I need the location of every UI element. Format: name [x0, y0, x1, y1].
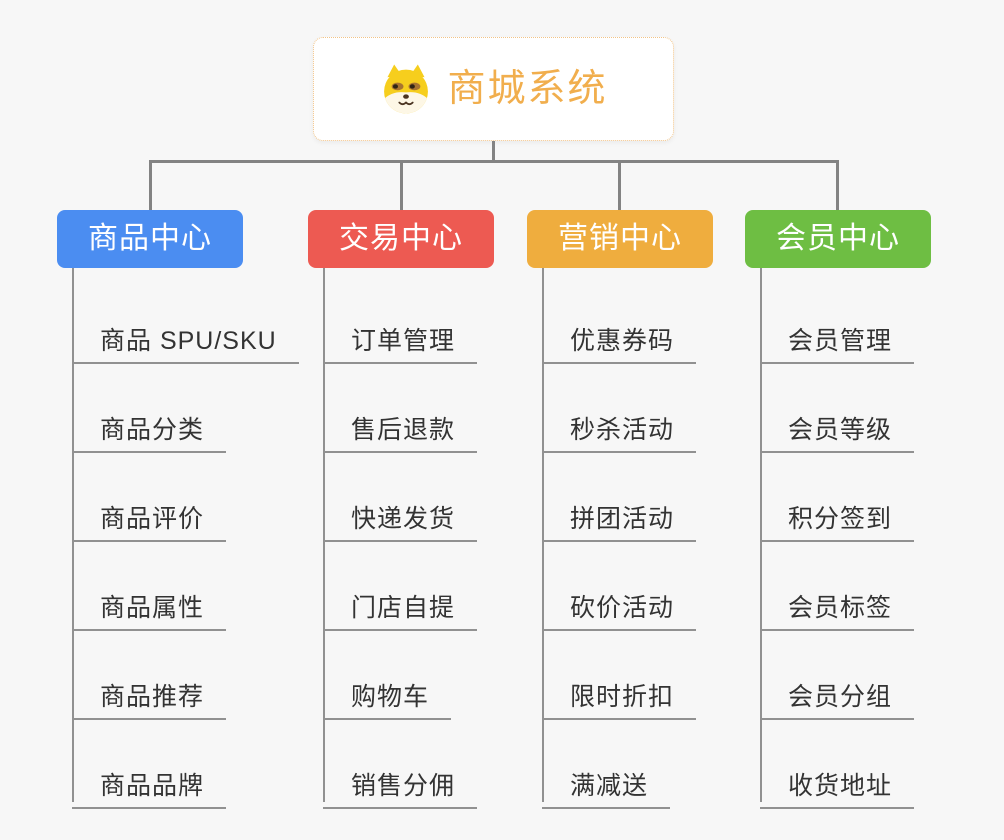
branch-item-product-center-2[interactable]: 商品评价: [72, 487, 227, 542]
branch-item-member-center-5[interactable]: 收货地址: [760, 754, 915, 809]
branch-member-center: 会员中心会员管理会员等级积分签到会员标签会员分组收货地址: [745, 210, 1001, 820]
branch-trade-center: 交易中心订单管理售后退款快递发货门店自提购物车销售分佣: [308, 210, 564, 820]
branch-item-trade-center-1[interactable]: 售后退款: [323, 398, 478, 453]
branch-item-marketing-center-5[interactable]: 满减送: [542, 754, 671, 809]
branch-item-member-center-2[interactable]: 积分签到: [760, 487, 915, 542]
branch-item-product-center-1[interactable]: 商品分类: [72, 398, 227, 453]
branch-item-trade-center-2[interactable]: 快递发货: [323, 487, 478, 542]
connector-drop-member: [836, 160, 839, 210]
branch-item-marketing-center-4[interactable]: 限时折扣: [542, 665, 697, 720]
shiba-dog-icon: [379, 62, 433, 116]
branch-item-marketing-center-3[interactable]: 砍价活动: [542, 576, 697, 631]
branch-item-product-center-0[interactable]: 商品 SPU/SKU: [72, 309, 299, 364]
branch-product-center: 商品中心商品 SPU/SKU 商品分类商品评价商品属性商品推荐商品品牌: [57, 210, 313, 820]
connector-horizontal: [149, 160, 839, 163]
branch-item-trade-center-3[interactable]: 门店自提: [323, 576, 478, 631]
branch-item-marketing-center-2[interactable]: 拼团活动: [542, 487, 697, 542]
branch-item-marketing-center-1[interactable]: 秒杀活动: [542, 398, 697, 453]
branch-trunk-line: [323, 268, 325, 802]
branch-header-member-center[interactable]: 会员中心: [745, 210, 931, 268]
branch-header-product-center[interactable]: 商品中心: [57, 210, 243, 268]
connector-root-drop: [492, 141, 495, 163]
branch-item-member-center-0[interactable]: 会员管理: [760, 309, 915, 364]
branch-item-trade-center-5[interactable]: 销售分佣: [323, 754, 478, 809]
connector-drop-marketing: [618, 160, 621, 210]
branch-header-marketing-center[interactable]: 营销中心: [527, 210, 713, 268]
branch-trunk-line: [72, 268, 74, 802]
branch-trunk-line: [760, 268, 762, 802]
branch-item-member-center-4[interactable]: 会员分组: [760, 665, 915, 720]
branch-item-marketing-center-0[interactable]: 优惠券码: [542, 309, 697, 364]
branch-trunk-line: [542, 268, 544, 802]
connector-drop-product: [149, 160, 152, 210]
branch-item-product-center-5[interactable]: 商品品牌: [72, 754, 227, 809]
branch-item-member-center-3[interactable]: 会员标签: [760, 576, 915, 631]
branch-item-trade-center-0[interactable]: 订单管理: [323, 309, 478, 364]
branch-item-trade-center-4[interactable]: 购物车: [323, 665, 452, 720]
root-title: 商城系统: [447, 68, 608, 110]
branch-marketing-center: 营销中心优惠券码秒杀活动拼团活动砍价活动限时折扣满减送: [527, 210, 783, 820]
branch-item-product-center-4[interactable]: 商品推荐: [72, 665, 227, 720]
root-node[interactable]: 商城系统: [313, 37, 674, 141]
connector-drop-trade: [400, 160, 403, 210]
branch-item-product-center-3[interactable]: 商品属性: [72, 576, 227, 631]
branch-item-member-center-1[interactable]: 会员等级: [760, 398, 915, 453]
branch-header-trade-center[interactable]: 交易中心: [308, 210, 494, 268]
